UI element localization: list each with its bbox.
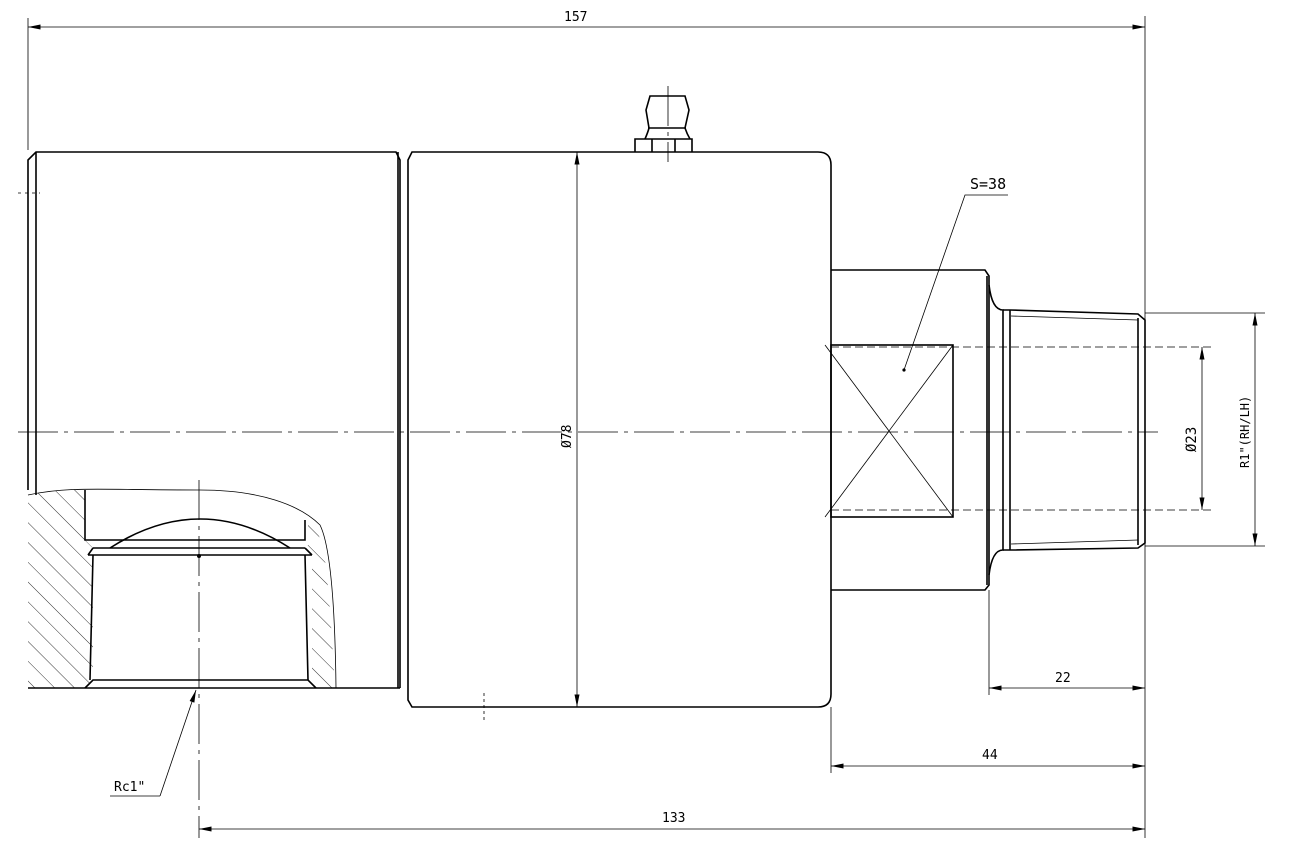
dim-overall-length: 157: [27, 10, 1146, 838]
dim-label-157: 157: [564, 10, 587, 25]
grease-nipple: [634, 86, 693, 162]
dim-label-s38: S=38: [970, 175, 1006, 193]
hex-section: [824, 269, 1004, 591]
dim-bore-diameter: Ø23: [1184, 347, 1205, 510]
dim-label-22: 22: [1055, 671, 1071, 686]
leader-wrench-size: S=38: [903, 175, 1008, 371]
dim-port-to-end: 133: [199, 811, 1145, 832]
main-body: [407, 151, 832, 720]
dim-label-133: 133: [662, 811, 685, 826]
thread-outlet: [1003, 309, 1146, 551]
dim-thread-length: 22: [988, 590, 1145, 695]
left-housing: [27, 151, 401, 688]
section-cut-port: [27, 480, 400, 838]
dim-label-r1: R1"(RH/LH): [1238, 396, 1252, 468]
dim-label-rc1: Rc1": [114, 780, 145, 795]
dim-label-78: Ø78: [560, 425, 575, 448]
dim-thread-outlet: R1"(RH/LH): [1145, 312, 1265, 547]
leader-port-thread: Rc1": [110, 689, 197, 797]
dim-label-44: 44: [982, 748, 998, 763]
dim-label-23: Ø23: [1184, 427, 1200, 452]
dim-outlet-length: 44: [830, 707, 1145, 773]
dim-body-diameter: Ø78: [560, 152, 580, 707]
